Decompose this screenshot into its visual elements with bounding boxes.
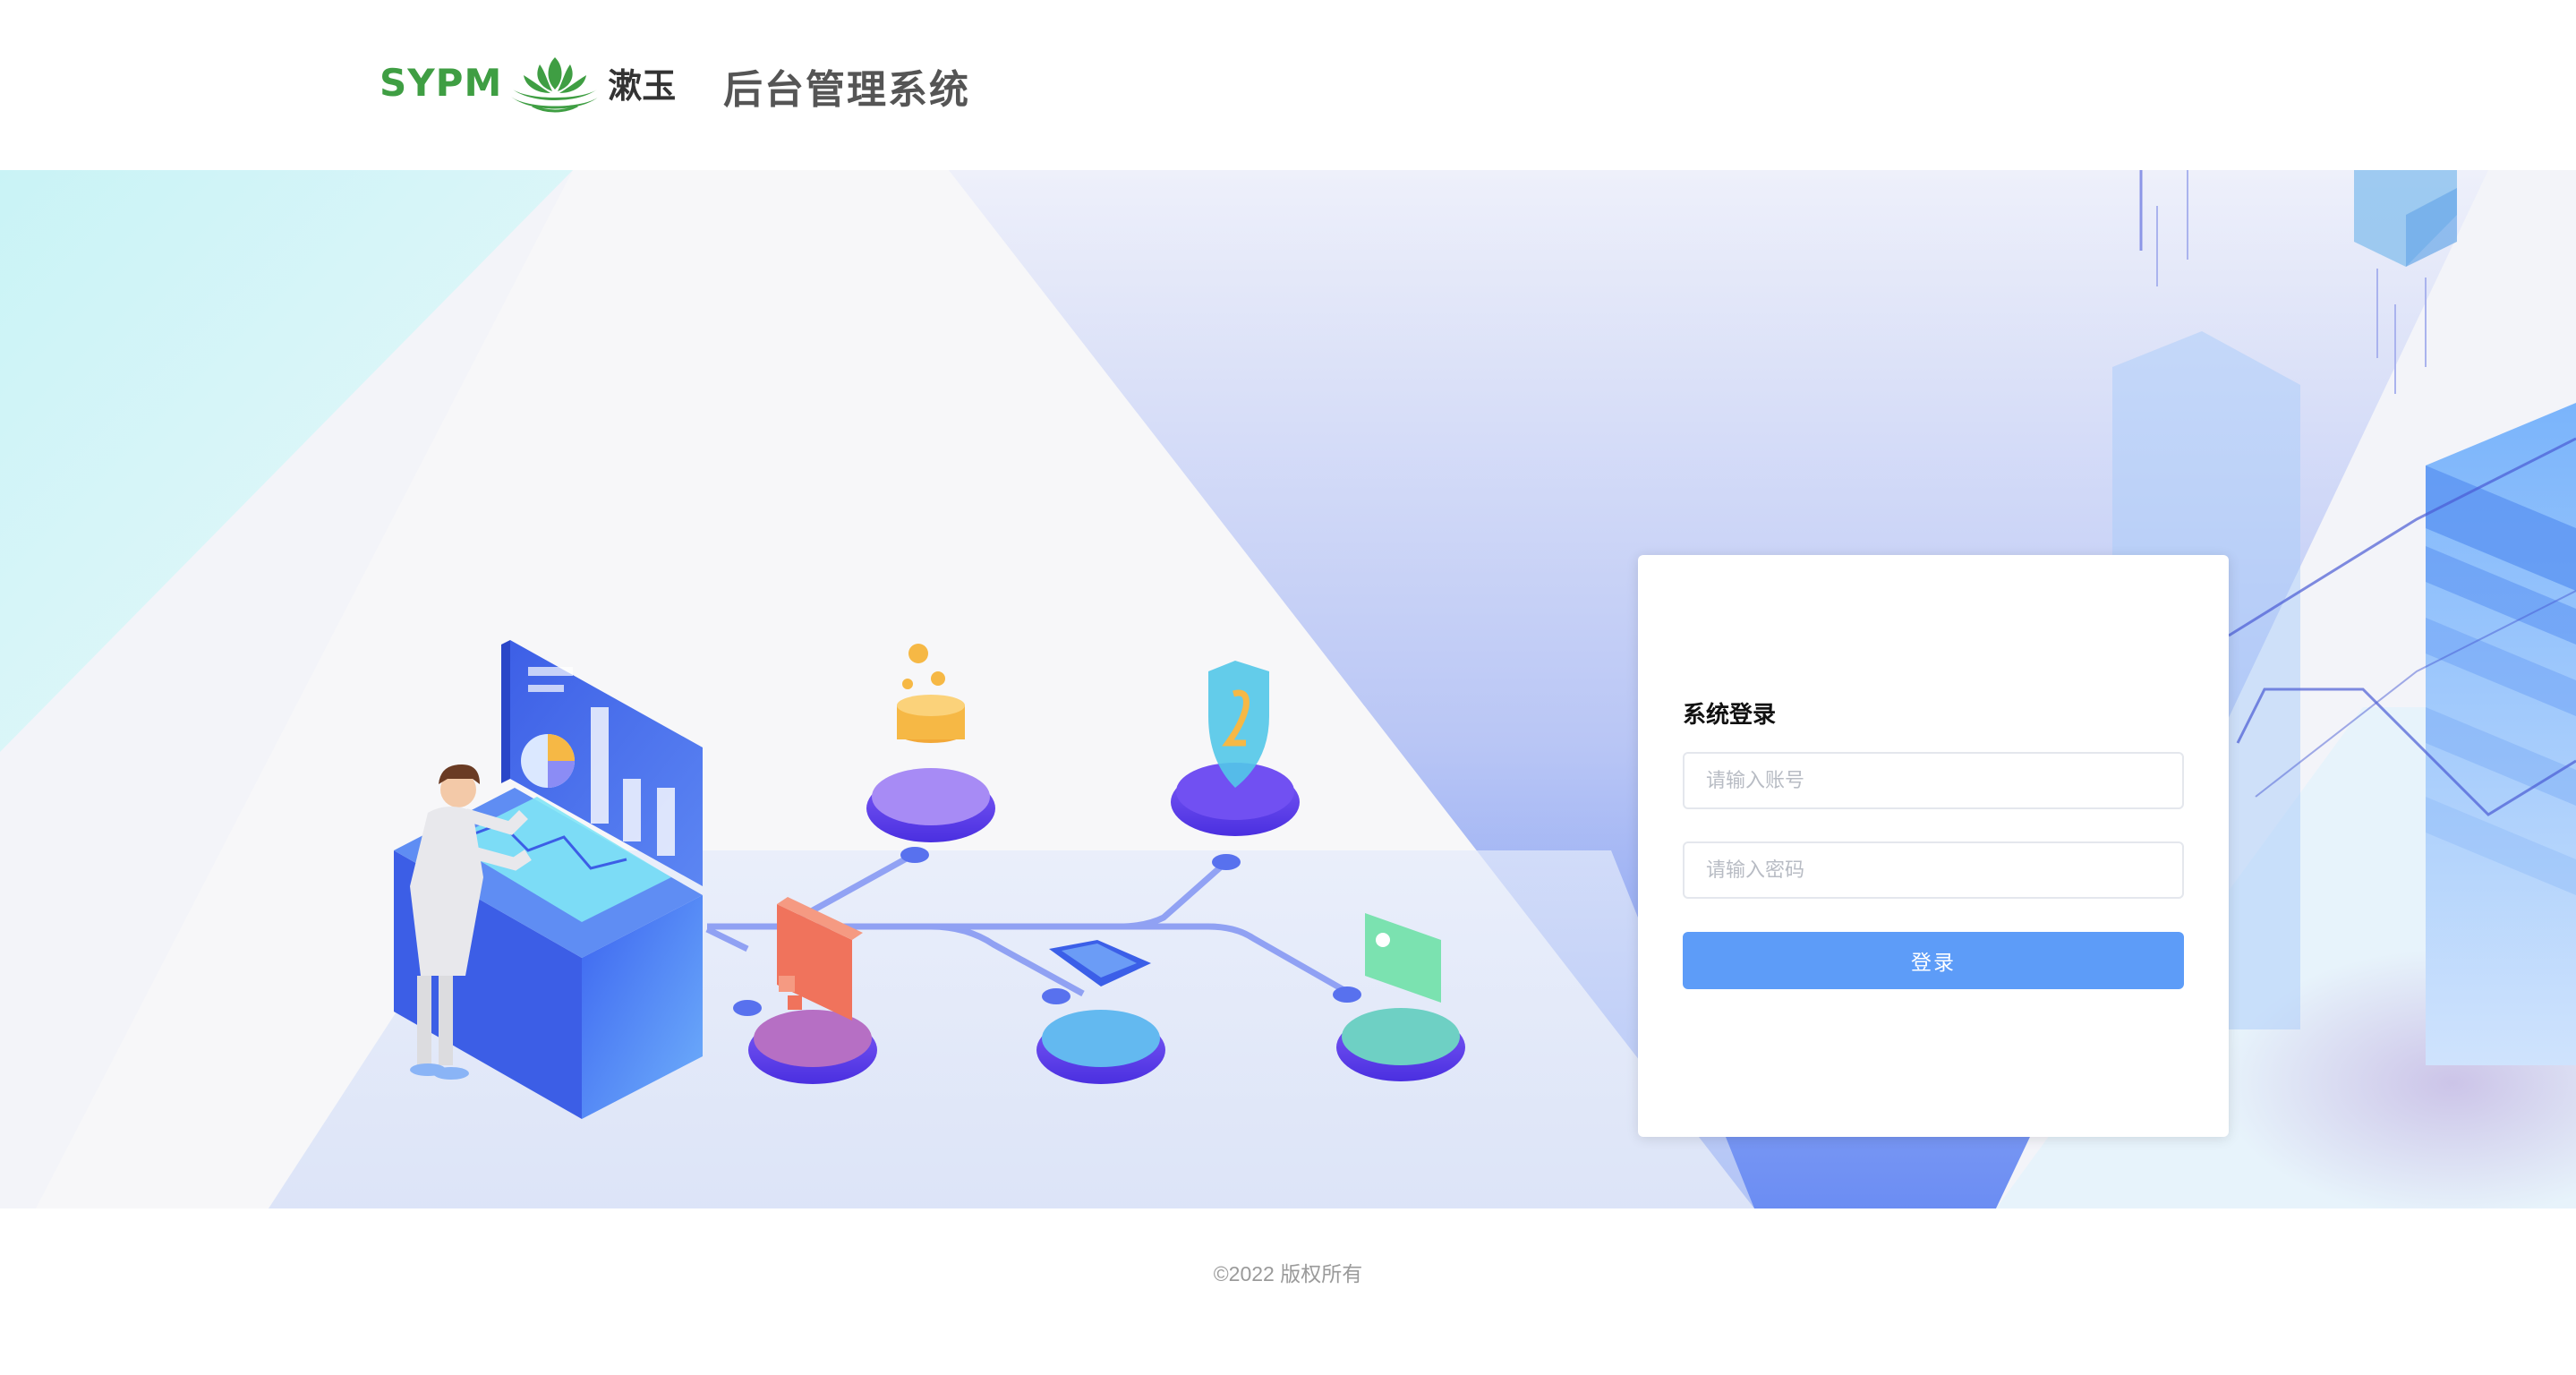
logo-text: SYPM xyxy=(380,60,503,105)
person-figure xyxy=(410,764,532,1080)
copyright-text: ©2022 版权所有 xyxy=(1213,1262,1363,1285)
network-lines xyxy=(705,851,1349,997)
disc-card xyxy=(1336,913,1465,1081)
login-title: 系统登录 xyxy=(1683,701,1777,728)
lotus-icon xyxy=(511,57,600,113)
background-art xyxy=(0,170,2576,1208)
login-button[interactable]: 登录 xyxy=(1683,932,2184,989)
disc-coins xyxy=(866,644,995,842)
footer: ©2022 版权所有 xyxy=(0,1208,2576,1375)
header: SYPM 漱玉 后台管理系统 xyxy=(0,0,2576,170)
login-card: 系统登录 登录 xyxy=(1638,555,2229,1137)
disc-chip xyxy=(1036,940,1165,1084)
logo-chinese-name: 漱玉 xyxy=(608,65,677,106)
brand-logo: SYPM 漱玉 xyxy=(380,47,676,118)
disc-bricks xyxy=(748,897,877,1084)
hero-background: 系统登录 登录 xyxy=(0,170,2576,1208)
password-input[interactable] xyxy=(1683,841,2184,899)
account-input[interactable] xyxy=(1683,752,2184,809)
system-title: 后台管理系统 xyxy=(723,67,970,113)
disc-shield xyxy=(1171,661,1300,836)
